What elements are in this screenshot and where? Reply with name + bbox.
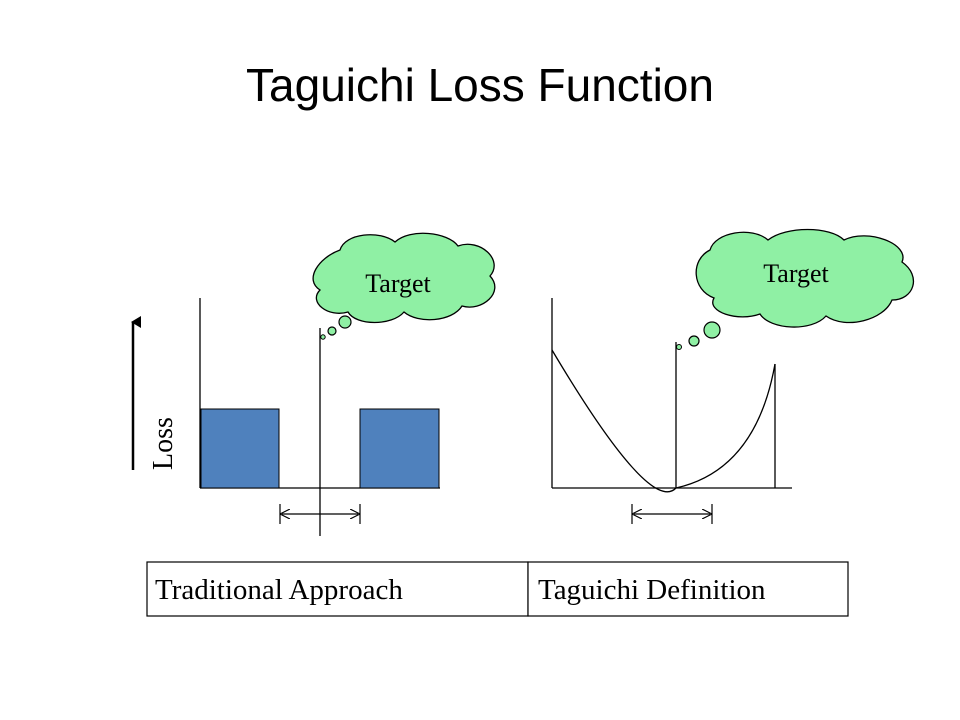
taguchi-definition-caption-box: Taguichi Definition	[527, 561, 849, 617]
bubble-dot	[688, 335, 700, 347]
bubble-dot	[327, 326, 337, 336]
cloud-shape	[695, 228, 914, 328]
left-target-label: Target	[365, 269, 431, 298]
traditional-approach-caption-box: Traditional Approach	[146, 561, 529, 617]
right-target-bubble: Target	[676, 228, 914, 350]
taguchi-definition-caption: Taguichi Definition	[538, 574, 766, 606]
cloud-shape	[312, 232, 496, 324]
right-target-label: Target	[763, 259, 829, 288]
loss-axis-label: Loss	[148, 417, 179, 470]
left-loss-block	[200, 408, 280, 489]
right-loss-block	[359, 408, 440, 489]
quadratic-loss-curve	[551, 349, 776, 493]
page-title: Taguichi Loss Function	[246, 59, 714, 111]
left-target-bubble: Target	[312, 232, 496, 340]
bubble-dot	[320, 334, 326, 340]
taguchi-definition-graph	[551, 298, 792, 524]
bubble-dot	[338, 315, 352, 329]
traditional-approach-graph	[199, 298, 440, 536]
caption-frame	[527, 561, 849, 617]
bubble-dot	[703, 321, 721, 339]
caption-frame	[146, 561, 529, 617]
traditional-approach-caption: Traditional Approach	[155, 574, 403, 606]
bubble-dot	[676, 344, 682, 350]
